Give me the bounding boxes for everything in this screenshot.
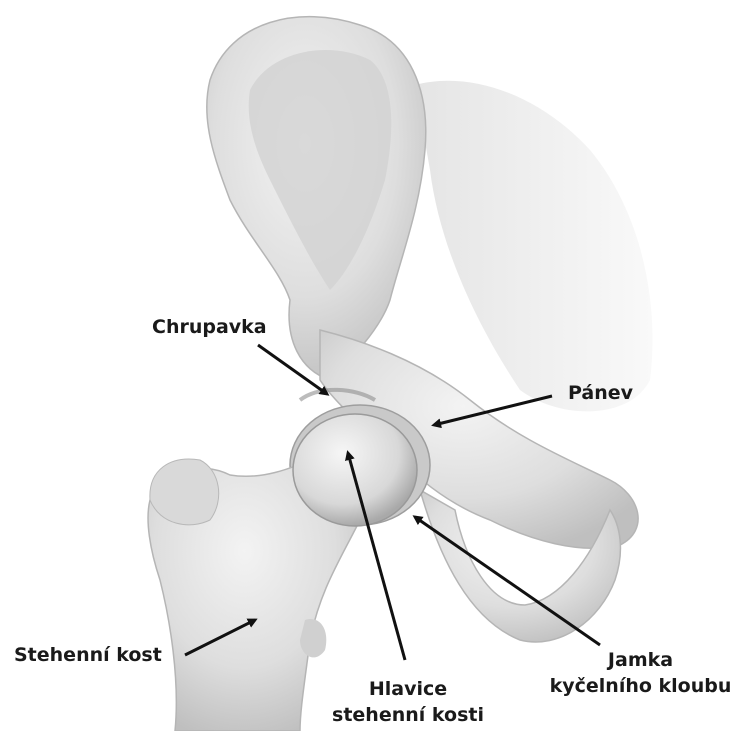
label-hlavice-line2: stehenní kosti <box>318 702 498 728</box>
label-hlavice: Hlavice stehenní kosti <box>318 676 498 728</box>
label-hlavice-line1: Hlavice <box>318 676 498 702</box>
label-jamka: Jamka kyčelního kloubu <box>533 647 748 699</box>
label-panev: Pánev <box>568 380 633 406</box>
femoral-head <box>293 414 417 526</box>
label-jamka-line1: Jamka <box>533 647 748 673</box>
label-chrupavka: Chrupavka <box>152 314 267 340</box>
label-jamka-line2: kyčelního kloubu <box>533 673 748 699</box>
greater-trochanter <box>150 459 219 525</box>
label-stehenni-kost: Stehenní kost <box>14 642 162 668</box>
pelvis-back-wing <box>415 81 653 412</box>
lesser-trochanter <box>300 619 326 657</box>
